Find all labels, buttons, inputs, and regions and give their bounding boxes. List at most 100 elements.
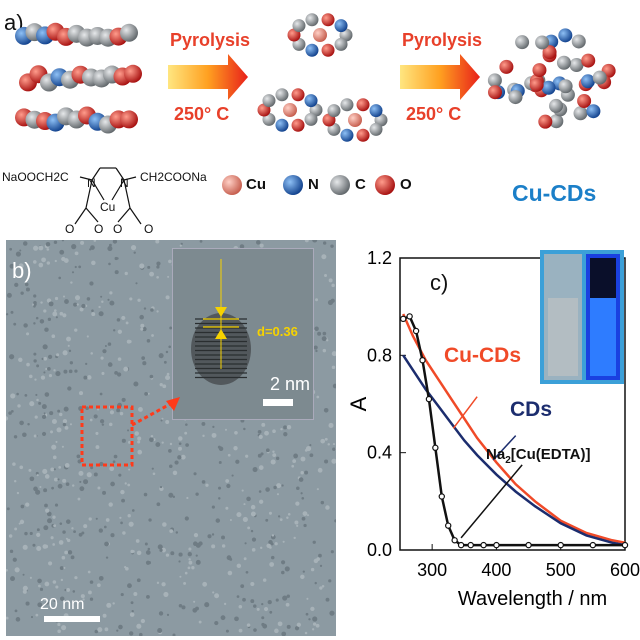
tem-grain (6, 616, 9, 620)
tem-grain (107, 362, 113, 367)
tem-grain (334, 519, 336, 523)
tem-grain (224, 428, 228, 431)
tem-grain (29, 531, 33, 536)
tem-grain (44, 327, 49, 332)
tem-grain (183, 581, 187, 585)
tem-grain (41, 431, 47, 436)
tem-grain (54, 309, 57, 312)
tem-grain (169, 326, 173, 330)
tem-grain (24, 282, 29, 287)
tem-grain (85, 406, 89, 411)
tem-grain (315, 298, 319, 302)
tem-grain (34, 378, 37, 381)
tem-grain (168, 259, 172, 264)
tem-grain (211, 544, 216, 549)
tem-grain (133, 592, 138, 596)
edta-point (467, 541, 474, 549)
tem-grain (280, 427, 283, 431)
tem-grain (309, 453, 314, 458)
tem-grain (41, 414, 47, 420)
tem-grain (108, 502, 113, 507)
tem-grain (62, 295, 66, 298)
tem-grain (180, 454, 186, 460)
tem-grain (227, 570, 233, 576)
tem-grain (43, 371, 46, 374)
tem-grain (86, 472, 92, 478)
tem-grain (61, 256, 66, 262)
fragment-atom (369, 122, 383, 136)
series-label-edta: Na2[Cu(EDTA)] (486, 446, 591, 466)
tem-grain (305, 445, 312, 452)
tem-grain (26, 332, 30, 336)
tem-grain (63, 566, 66, 569)
tem-grain (241, 489, 244, 492)
edta-point (480, 541, 487, 549)
tem-grain (77, 497, 81, 501)
tem-grain (62, 478, 67, 483)
legend-c-label: C (355, 176, 366, 193)
tem-grain (14, 609, 18, 613)
tem-grain (246, 496, 251, 502)
tem-grain (97, 408, 100, 411)
tem-grain (188, 560, 193, 565)
tem-grain (127, 483, 131, 487)
tem-grain (44, 392, 50, 397)
tem-grain (298, 477, 304, 482)
tem-grain (281, 560, 286, 565)
tem-grain (302, 511, 308, 516)
cu-cd-atom (592, 70, 607, 85)
cu-cd-atom (542, 45, 557, 60)
tem-grain (51, 334, 56, 339)
tem-grain (138, 407, 143, 412)
tem-grain (270, 542, 274, 546)
tem-grain (211, 432, 217, 438)
tem-grain (205, 483, 209, 487)
tem-grain (27, 423, 30, 426)
tem-grain (168, 449, 172, 453)
tem-grain (188, 558, 191, 561)
tem-grain (159, 486, 163, 489)
edta-point (425, 395, 433, 403)
tem-grain (136, 578, 141, 583)
tem-grain (52, 311, 58, 317)
tem-grain (167, 275, 170, 278)
y-tick-label: 0.4 (367, 443, 392, 463)
tem-grain (331, 351, 336, 357)
tem-grain (19, 420, 24, 426)
tem-grain (102, 349, 107, 354)
x-tick-label: 600 (610, 560, 640, 580)
tem-grain (245, 454, 249, 458)
oxygen-2: O (94, 222, 104, 236)
tem-grain (227, 453, 231, 457)
tem-grain (66, 588, 71, 592)
tem-grain (157, 628, 163, 634)
tem-grain (41, 357, 44, 360)
cu-cd-atom (573, 106, 588, 121)
tem-grain (162, 384, 167, 389)
tem-grain (151, 334, 154, 337)
tem-grain (310, 567, 315, 572)
tem-grain (263, 607, 269, 612)
tem-grain (283, 432, 288, 437)
tem-grain (130, 244, 137, 251)
tem-grain (123, 366, 129, 372)
tem-grain (330, 550, 334, 554)
tem-grain (286, 516, 289, 519)
tem-grain (140, 618, 146, 624)
tem-grain (312, 628, 315, 631)
tem-grain (165, 420, 170, 424)
tem-grain (124, 271, 128, 276)
tem-grain (89, 580, 94, 584)
tem-grain (51, 444, 57, 450)
tem-grain (294, 626, 300, 631)
tem-grain (38, 584, 41, 588)
tem-grain (184, 516, 189, 521)
tem-grain (120, 489, 125, 495)
tem-grain (321, 584, 325, 588)
tem-grain (93, 472, 98, 477)
tem-grain (68, 349, 72, 353)
tem-grain (236, 512, 242, 518)
lattice-spacing-label: d=0.36 (257, 324, 298, 339)
pyrolysis-label-1: Pyrolysis (170, 30, 251, 50)
tem-grain (47, 354, 53, 359)
